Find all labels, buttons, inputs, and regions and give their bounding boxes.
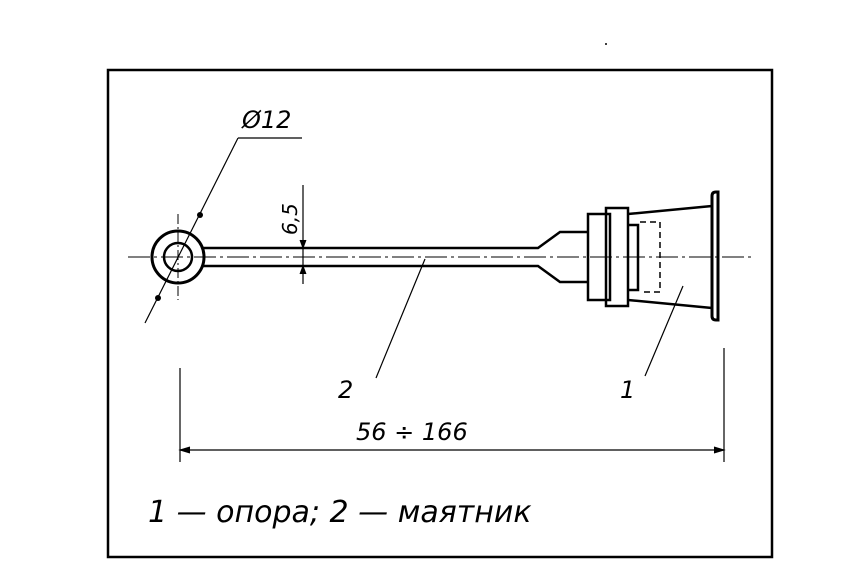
support-inner-block (586, 212, 612, 302)
support-clamp (604, 206, 630, 308)
diameter-tick-top (197, 212, 203, 218)
ring-inner (162, 241, 194, 273)
support-part-1 (586, 190, 720, 322)
stray-dot (605, 43, 607, 45)
length-arrow-left (178, 446, 191, 454)
diameter-tick-bottom (155, 295, 161, 301)
drawing-frame (106, 68, 774, 559)
support-flange (710, 190, 720, 322)
part-1-leader (644, 285, 684, 377)
support-cap (628, 223, 640, 292)
part-2-callout: 2 (338, 376, 353, 404)
support-tube (627, 204, 713, 310)
support-tube-hidden (640, 221, 661, 293)
diameter-label: Ø12 (241, 106, 291, 134)
ring-outer (150, 229, 206, 285)
length-label: 56 ÷ 166 (356, 418, 468, 446)
thickness-arrow-top (299, 239, 307, 250)
length-arrow-right (713, 446, 726, 454)
legend-caption: 1 — опора; 2 — маятник (148, 495, 531, 530)
diameter-leader (144, 137, 239, 324)
pendulum-part-2 (150, 229, 588, 285)
part-2-leader (375, 258, 426, 379)
thickness-arrow-bottom (299, 264, 307, 275)
thickness-label: 6,5 (278, 203, 302, 235)
pendulum-rod (202, 230, 588, 284)
part-1-callout: 1 (620, 376, 635, 404)
